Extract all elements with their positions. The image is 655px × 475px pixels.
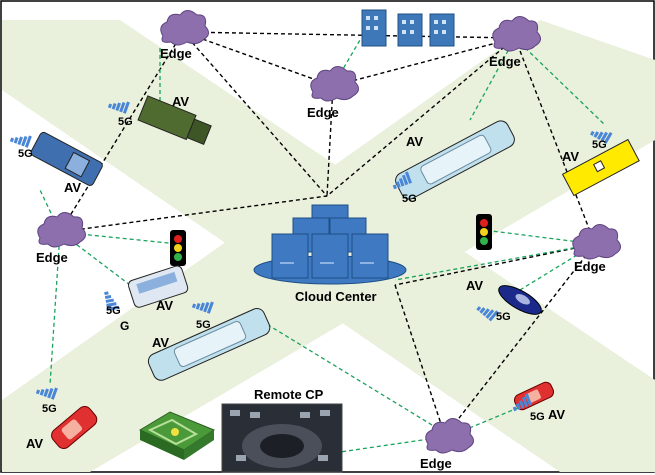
fiveg-label: 5G <box>196 319 211 331</box>
fiveg-label: 5G <box>106 305 121 317</box>
g-label: G <box>120 319 129 333</box>
edge-node-top-left: Edge <box>160 10 210 61</box>
fiveg-label: 5G <box>530 411 545 423</box>
fiveg-label: 5G <box>118 116 133 128</box>
remote-cp-photo: Remote CP <box>221 387 343 473</box>
edge-label: Edge <box>574 259 606 274</box>
fiveg-label: 5G <box>592 139 607 151</box>
av-label: AV <box>26 436 43 451</box>
cloud-center: Cloud Center <box>253 204 407 304</box>
av-pickup: 5G AV <box>9 130 103 195</box>
av-red-car-left: 5G AV <box>26 382 98 451</box>
edge-node-top-right: Edge <box>489 16 542 69</box>
server-icon <box>271 204 389 279</box>
av-bus-yellow: 5G AV <box>561 124 640 197</box>
wireless-links <box>39 37 606 453</box>
av-label: AV <box>64 180 81 195</box>
edge-label: Edge <box>307 105 339 120</box>
traffic-light-icon <box>476 214 492 250</box>
av-label: AV <box>152 335 169 350</box>
av-bus-white: 5G G AV <box>104 265 189 333</box>
av-limo-upper: 5G AV <box>390 120 515 205</box>
av-label: AV <box>156 298 173 313</box>
av-blue-car: 5G AV <box>466 278 542 323</box>
av-label: AV <box>172 94 189 109</box>
building-icon <box>361 9 455 47</box>
av-label: AV <box>466 278 483 293</box>
traffic-light-icon <box>170 230 186 266</box>
fiveg-label: 5G <box>496 311 511 323</box>
edge-label: Edge <box>420 456 452 471</box>
edge-node-left: Edge <box>36 212 87 265</box>
edge-label: Edge <box>36 250 68 265</box>
cloud-center-label: Cloud Center <box>295 289 377 304</box>
av-truck: 5G AV <box>107 94 212 146</box>
av-limo-lower: 5G AV <box>147 296 271 381</box>
fiveg-label: 5G <box>18 148 33 160</box>
av-red-car-right: 5G AV <box>510 381 565 423</box>
remote-cp-label: Remote CP <box>254 387 324 402</box>
fiveg-label: 5G <box>402 193 417 205</box>
edge-node-top-center: Edge <box>307 66 360 120</box>
edge-node-right: Edge <box>572 224 622 274</box>
edge-label: Edge <box>160 46 192 61</box>
av-label: AV <box>562 149 579 164</box>
av-label: AV <box>548 407 565 422</box>
edge-node-bottom: Edge <box>420 418 475 471</box>
backbone-links <box>59 31 596 437</box>
edge-label: Edge <box>489 54 521 69</box>
map-icon <box>138 411 216 460</box>
av-label: AV <box>406 134 423 149</box>
fiveg-label: 5G <box>42 403 57 415</box>
